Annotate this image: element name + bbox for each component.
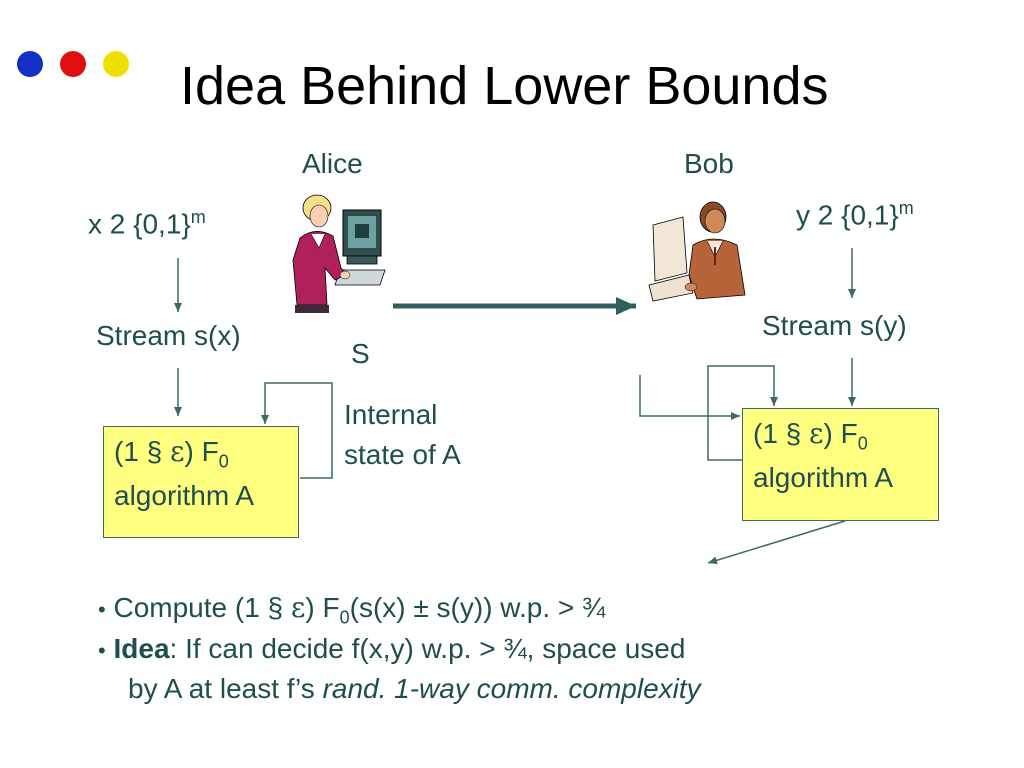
bob-box-line1: (1 § ε) F0	[753, 417, 928, 461]
bullet-idea: • Idea: If can decide f(x,y) w.p. > ¾, s…	[98, 629, 685, 671]
slide-title: Idea Behind Lower Bounds	[180, 56, 829, 116]
bullet1-epsilon: ε	[290, 591, 306, 624]
bullet2-text: : If can decide f(x,y) w.p. > ¾, space u…	[169, 633, 686, 664]
alice-input-text: x 2 {0,1}	[88, 208, 191, 240]
bullet1-text-c: (s(x) ± s(y)) w.p. > ¾	[349, 592, 606, 623]
bullet2-bold: Idea	[113, 633, 170, 664]
bob-box-text-b: ) F	[823, 418, 858, 449]
internal-state-label: Internal state of A	[344, 395, 461, 475]
bob-figure	[648, 201, 746, 302]
bullet-dot-1: •	[98, 597, 106, 622]
bullet1-text-b: ) F	[305, 592, 340, 623]
bullet3-italic: rand. 1-way comm. complexity	[322, 673, 701, 704]
bullet-dot-2: •	[98, 638, 106, 663]
bob-output-arrow	[707, 520, 846, 565]
bob-box-sub: 0	[857, 433, 868, 454]
bob-algorithm-box: (1 § ε) F0 algorithm A	[742, 408, 939, 521]
bullet3-text: by A at least f’s	[128, 673, 323, 704]
bob-box-line2: algorithm A	[753, 461, 894, 493]
bullet1-sub: 0	[339, 607, 350, 628]
alice-figure	[292, 194, 386, 313]
alice-name: Alice	[302, 148, 363, 179]
alice-stream: Stream s(x)	[96, 320, 241, 351]
bob-input-text: y 2 {0,1}	[796, 199, 899, 231]
alice-box-sub: 0	[218, 451, 229, 472]
alice-box-line1: (1 § ε) F0	[114, 435, 288, 479]
blue-dot	[17, 51, 43, 77]
alice-state-loop	[261, 382, 333, 479]
internal-state-line2: state of A	[344, 439, 461, 470]
alice-box-text-a: (1 §	[114, 436, 171, 467]
bob-state-in	[639, 375, 740, 420]
alice-input: x 2 {0,1}m	[88, 207, 206, 240]
alice-input-sup: m	[190, 207, 206, 227]
bob-state-loop	[707, 365, 778, 461]
bob-input: y 2 {0,1}m	[796, 198, 914, 231]
bob-input-sup: m	[898, 198, 914, 218]
bob-box-epsilon: ε	[809, 417, 824, 450]
bullet-compute: • Compute (1 § ε) F0(s(x) ± s(y)) w.p. >…	[98, 588, 605, 638]
internal-state-line1: Internal	[344, 399, 438, 430]
alice-box-line2: algorithm A	[114, 479, 255, 511]
bob-box-text-a: (1 §	[753, 418, 810, 449]
message-label: S	[351, 338, 370, 369]
alice-box-text-b: ) F	[184, 436, 219, 467]
bullet-idea-continued: by A at least f’s rand. 1-way comm. comp…	[128, 669, 701, 709]
yellow-dot	[103, 51, 129, 77]
alice-algorithm-box: (1 § ε) F0 algorithm A	[103, 426, 299, 538]
bullet1-text-a: Compute (1 §	[105, 592, 291, 623]
alice-box-epsilon: ε	[170, 435, 185, 468]
bob-stream: Stream s(y)	[762, 310, 907, 341]
bob-name: Bob	[684, 148, 734, 179]
red-dot	[60, 51, 86, 77]
